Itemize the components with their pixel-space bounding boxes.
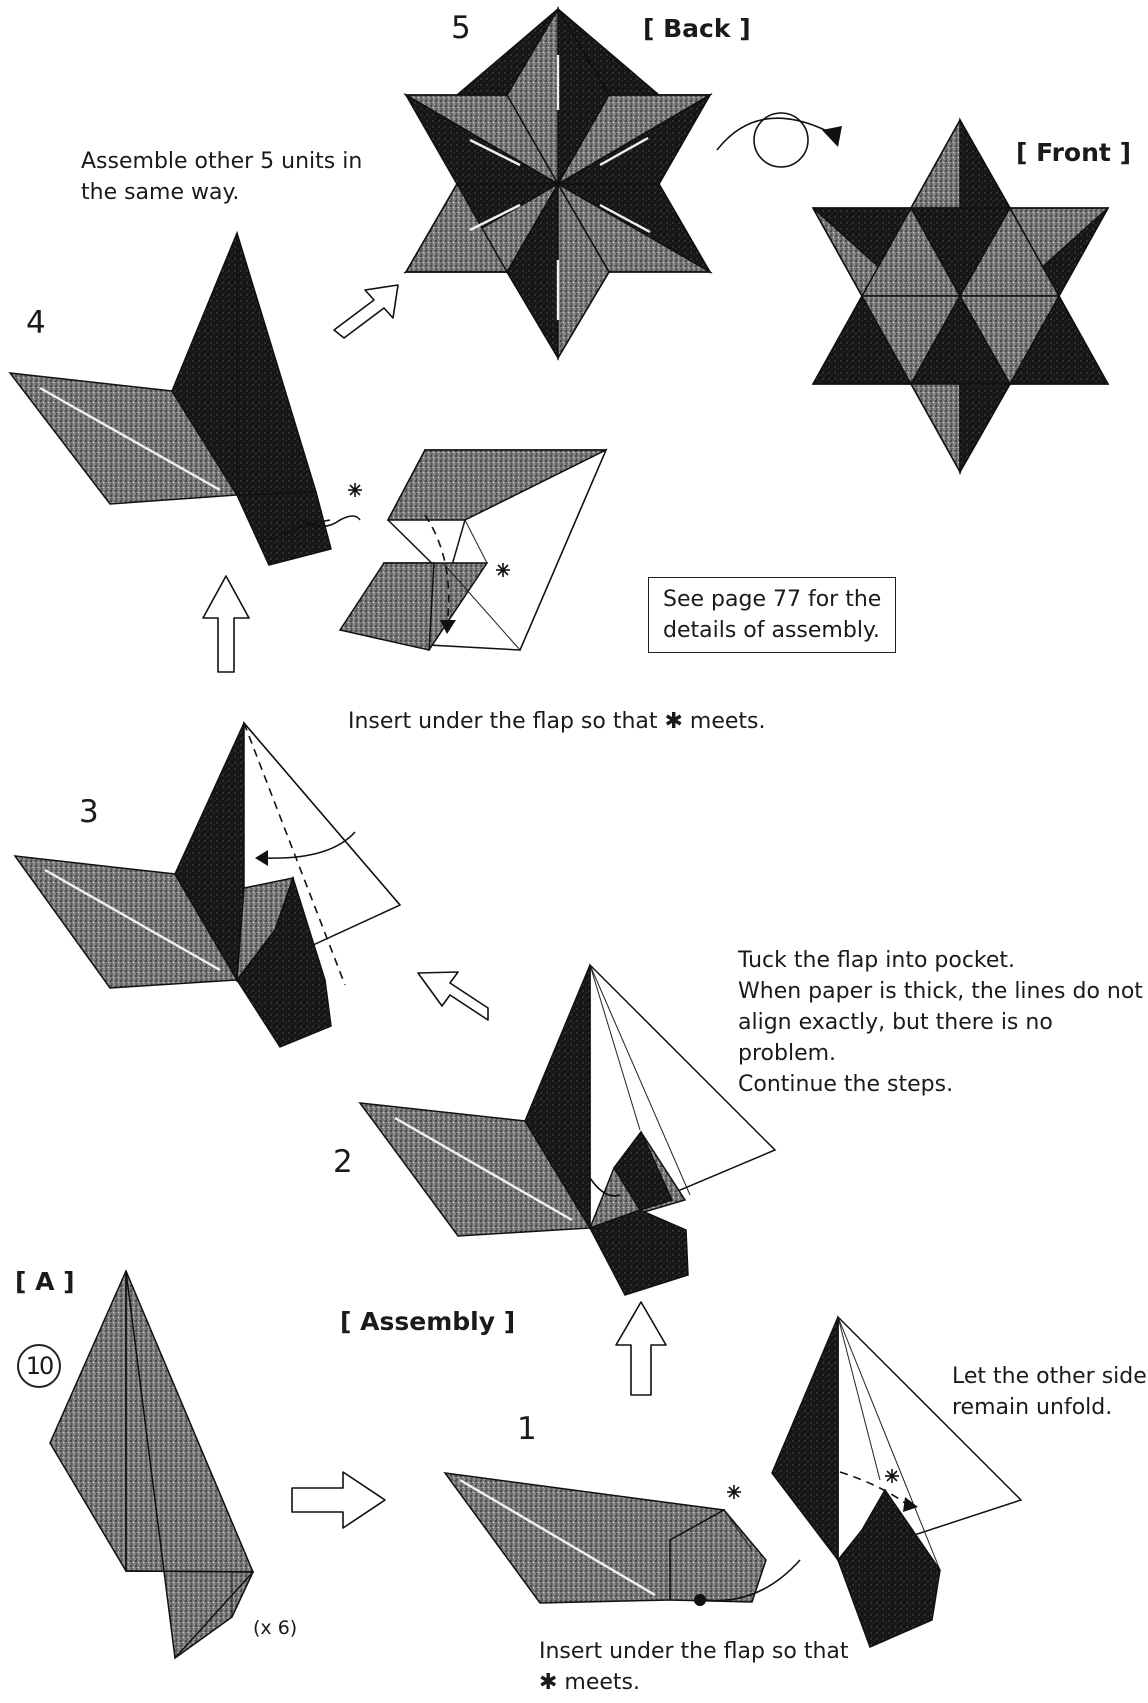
hollow-arrow-icon — [202, 575, 250, 673]
hollow-arrow-icon — [333, 284, 399, 339]
insert-step4-text: Insert under the flap so that ✱ meets. — [348, 709, 766, 734]
tuck-text: Tuck the flap into pocket. When paper is… — [738, 945, 1143, 1100]
step-3-number: 3 — [79, 794, 99, 830]
connector-curve — [294, 514, 361, 528]
see-page-line-2: details of assembly. — [663, 618, 880, 643]
step-2-number: 2 — [333, 1144, 353, 1180]
step-4-figure — [8, 230, 332, 566]
step-1-number: 1 — [517, 1411, 537, 1447]
star-back-figure — [403, 6, 713, 361]
let-other-line-2: remain unfold. — [952, 1395, 1113, 1420]
front-label: [ Front ] — [1016, 138, 1131, 167]
asterisk-icon — [727, 1469, 899, 1499]
assemble-other-line-2: the same way. — [81, 180, 240, 205]
see-page-line-1: See page 77 for the — [663, 587, 882, 612]
assemble-other-line-1: Assemble other 5 units in — [81, 149, 363, 174]
step-2-figure — [358, 963, 777, 1296]
back-label: [ Back ] — [643, 14, 751, 43]
star-front-figure — [811, 117, 1110, 475]
let-other-line-1: Let the other side — [952, 1364, 1147, 1389]
let-other-text: Let the other side remain unfold. — [952, 1361, 1147, 1423]
insert-step1-text: Insert under the flap so that ✱ meets. — [539, 1636, 849, 1698]
tuck-line-1: Tuck the flap into pocket. — [738, 948, 1016, 973]
insert-step1-line-1: Insert under the flap so that — [539, 1639, 849, 1664]
part-a-unit-figure — [49, 1269, 255, 1660]
insert-step1-line-2: ✱ meets. — [539, 1670, 641, 1695]
part-a-label: [ A ] — [15, 1267, 75, 1296]
dot-icon — [694, 1594, 706, 1606]
tuck-line-5: Continue the steps. — [738, 1072, 954, 1097]
step-4-loose-unit — [338, 448, 608, 652]
step-4-number: 4 — [26, 305, 46, 341]
hollow-arrow-icon — [615, 1301, 667, 1396]
assembly-label: [ Assembly ] — [340, 1307, 516, 1336]
tuck-line-4: problem. — [738, 1041, 837, 1066]
tuck-line-2: When paper is thick, the lines do not — [738, 979, 1143, 1004]
hollow-arrow-icon — [291, 1471, 386, 1529]
step-1-loose-unit — [771, 1315, 1023, 1649]
step-ten-circled: 10 — [17, 1344, 61, 1388]
step-5-number: 5 — [451, 10, 471, 46]
assemble-other-text: Assemble other 5 units in the same way. — [81, 146, 362, 208]
turn-over-icon — [716, 112, 842, 168]
multiplier-label: (x 6) — [253, 1617, 298, 1639]
step-3-figure — [13, 721, 402, 1048]
hollow-arrow-icon — [417, 971, 489, 1021]
asterisk-icon — [348, 483, 510, 577]
tuck-line-3: align exactly, but there is no — [738, 1010, 1053, 1035]
see-page-note: See page 77 for the details of assembly. — [648, 577, 897, 653]
step-1-figure — [443, 1472, 801, 1606]
